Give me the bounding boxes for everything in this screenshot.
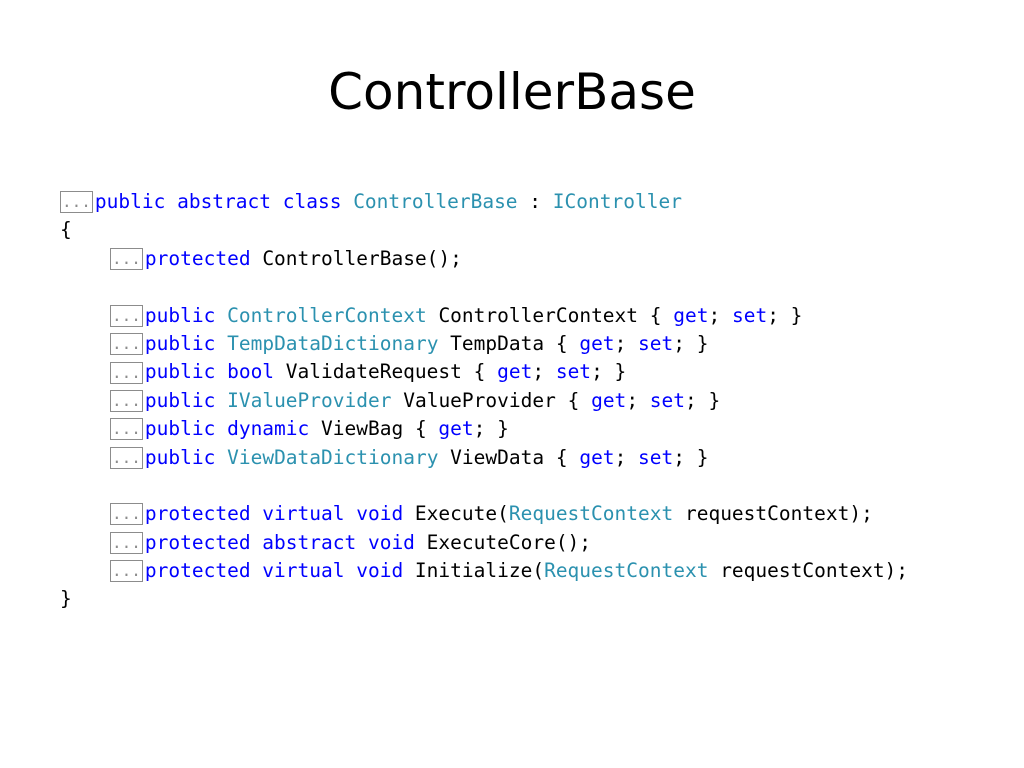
code-line: ...public abstract class ControllerBase … — [60, 188, 908, 216]
code-block: ...public abstract class ControllerBase … — [60, 188, 908, 614]
code-type-name: RequestContext — [544, 559, 709, 583]
code-line: ...public ViewDataDictionary ViewData { … — [60, 444, 908, 472]
code-keyword: get — [438, 417, 474, 441]
code-keyword: public — [144, 331, 216, 355]
code-text: Execute( — [403, 502, 509, 526]
code-type-name: IController — [552, 190, 682, 213]
code-text: ; } — [767, 303, 803, 327]
code-line: ...public dynamic ViewBag { get; } — [60, 415, 908, 443]
code-keyword: set — [555, 360, 592, 384]
code-text: ; — [708, 303, 732, 327]
code-text: ViewData { — [438, 445, 580, 469]
code-text: ; — [614, 331, 639, 355]
code-text: ValueProvider { — [391, 388, 592, 412]
code-text: ; } — [473, 417, 509, 441]
code-keyword: public bool — [144, 360, 275, 384]
code-text: } — [60, 587, 72, 611]
collapse-toggle[interactable]: ... — [110, 389, 143, 412]
code-keyword: public — [144, 388, 216, 412]
code-text: requestContext); — [673, 502, 873, 526]
code-type-name: ControllerContext — [227, 303, 427, 327]
code-keyword: get — [579, 331, 615, 355]
code-line: ...protected ControllerBase(); — [60, 245, 908, 273]
code-keyword: protected virtual void — [144, 502, 404, 526]
code-text: ControllerContext { — [426, 303, 674, 327]
code-line: ...protected virtual void Execute(Reques… — [60, 500, 908, 528]
collapse-toggle[interactable]: ... — [110, 304, 143, 327]
collapse-toggle[interactable]: ... — [110, 333, 143, 356]
collapse-toggle[interactable]: ... — [110, 247, 143, 270]
code-line: ...public TempDataDictionary TempData { … — [60, 330, 908, 358]
code-line: } — [60, 585, 908, 613]
code-keyword: set — [731, 303, 768, 327]
code-keyword: get — [591, 388, 627, 412]
code-text: { — [60, 218, 72, 242]
code-keyword: public abstract class — [94, 190, 354, 213]
code-text: requestContext); — [708, 559, 909, 583]
code-text: TempData { — [438, 331, 580, 355]
code-text: ; } — [685, 388, 721, 412]
collapse-toggle[interactable]: ... — [110, 503, 143, 526]
code-line: ...protected abstract void ExecuteCore()… — [60, 529, 908, 557]
collapse-toggle[interactable]: ... — [110, 560, 143, 583]
collapse-toggle[interactable]: ... — [110, 361, 143, 384]
code-text: ExecuteCore(); — [414, 530, 592, 554]
code-text: ; } — [673, 331, 709, 355]
code-text: ; } — [591, 360, 627, 384]
code-text: ; — [614, 445, 639, 469]
code-text — [215, 444, 227, 472]
code-text: ValidateRequest { — [274, 360, 498, 384]
code-line: ...public bool ValidateRequest { get; se… — [60, 358, 908, 386]
code-text: ViewBag { — [309, 417, 439, 441]
code-text: ; } — [673, 445, 709, 469]
code-keyword: set — [638, 331, 674, 355]
collapse-toggle[interactable]: ... — [60, 191, 93, 214]
code-text: ControllerBase(); — [250, 246, 462, 270]
code-type-name: RequestContext — [508, 502, 674, 526]
code-line: ...public ControllerContext ControllerCo… — [60, 302, 908, 330]
code-line: ...public IValueProvider ValueProvider {… — [60, 387, 908, 415]
code-keyword: get — [497, 360, 533, 384]
code-keyword: protected abstract void — [144, 530, 415, 554]
code-keyword: get — [673, 303, 709, 327]
code-type-name: TempDataDictionary — [227, 331, 439, 355]
code-text: ; — [532, 360, 556, 384]
code-keyword: protected virtual void — [144, 559, 404, 583]
code-text — [215, 330, 227, 358]
code-line — [60, 472, 908, 500]
slide-title: ControllerBase — [328, 63, 696, 121]
code-keyword: public dynamic — [144, 417, 310, 441]
collapse-toggle[interactable]: ... — [110, 446, 143, 469]
code-text: Initialize( — [403, 559, 545, 583]
code-line: { — [60, 216, 908, 244]
code-line: ...protected virtual void Initialize(Req… — [60, 557, 908, 585]
code-keyword: public — [144, 445, 216, 469]
code-keyword: public — [144, 303, 216, 327]
code-line — [60, 273, 908, 301]
code-type-name: IValueProvider — [227, 388, 392, 412]
code-keyword: set — [649, 388, 686, 412]
code-keyword: protected — [144, 246, 251, 270]
collapse-toggle[interactable]: ... — [110, 418, 143, 441]
code-text — [215, 302, 227, 330]
code-type-name: ViewDataDictionary — [227, 445, 439, 469]
code-text: ; — [626, 388, 650, 412]
code-type-name: ControllerBase — [353, 190, 518, 213]
code-text: : — [517, 190, 553, 213]
code-keyword: set — [638, 445, 674, 469]
code-keyword: get — [579, 445, 615, 469]
code-text — [215, 387, 227, 415]
collapse-toggle[interactable]: ... — [110, 531, 143, 554]
